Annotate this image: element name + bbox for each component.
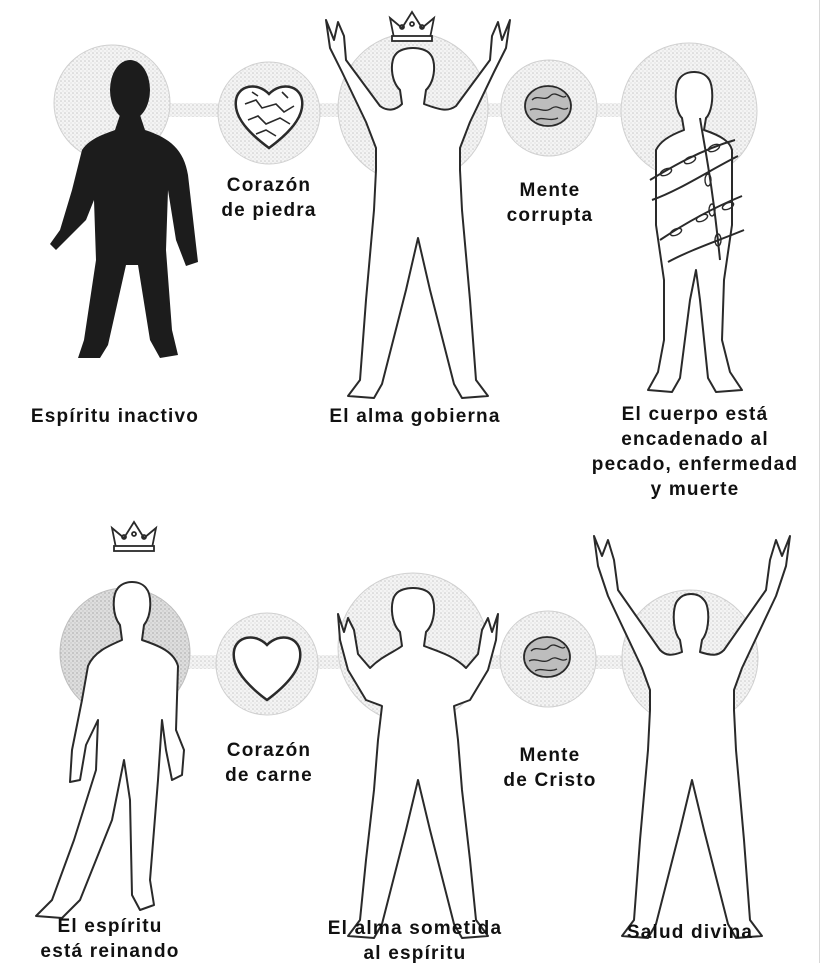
brain-icon-bottom (524, 637, 570, 677)
mind-label-line2: corrupta (495, 203, 605, 228)
heart-label-line1: Corazón (210, 173, 328, 198)
espiritu-reinando-line1: El espíritu (10, 914, 210, 939)
heart-label-bottom-line1: Corazón (210, 738, 328, 763)
salud-divina-label: Salud divina (600, 920, 780, 945)
body2-label-top: El alma gobierna (305, 404, 525, 429)
arms-raised-figure (326, 20, 510, 398)
page-edge-line (819, 0, 820, 963)
mind-label-line1: Mente (495, 178, 605, 203)
espiritu-reinando-line2: está reinando (10, 939, 210, 964)
mind-label-bottom-line2: de Cristo (490, 768, 610, 793)
arms-raised-figure-bottom (594, 536, 790, 938)
body3-label-top: El cuerpo está encadenado al pecado, enf… (580, 402, 810, 502)
espiritu-inactivo-label: Espíritu inactivo (5, 404, 225, 429)
cuerpo-line2: encadenado al (580, 427, 810, 452)
alma-gobierna-label: El alma gobierna (305, 404, 525, 429)
alma-sometida-line1: El alma sometida (300, 916, 530, 941)
crown-icon (390, 12, 434, 41)
cuerpo-line1: El cuerpo está (580, 402, 810, 427)
mind-label-bottom-line1: Mente (490, 743, 610, 768)
body1-label-bottom: El espíritu está reinando (10, 914, 210, 964)
heart-label-bottom-line2: de carne (210, 763, 328, 788)
heart-label-top: Corazón de piedra (210, 173, 328, 223)
mind-label-top: Mente corrupta (495, 178, 605, 228)
heart-label-line2: de piedra (210, 198, 328, 223)
mind-label-bottom: Mente de Cristo (490, 743, 610, 793)
body2-label-bottom: El alma sometida al espíritu (300, 916, 530, 966)
crown-icon-bottom (112, 522, 156, 551)
cuerpo-line3: pecado, enfermedad (580, 452, 810, 477)
alma-sometida-line2: al espíritu (300, 941, 530, 966)
body1-label-top: Espíritu inactivo (5, 404, 225, 429)
cuerpo-line4: y muerte (580, 477, 810, 502)
heart-label-bottom: Corazón de carne (210, 738, 328, 788)
body3-label-bottom: Salud divina (600, 920, 780, 945)
brain-icon (525, 86, 571, 126)
